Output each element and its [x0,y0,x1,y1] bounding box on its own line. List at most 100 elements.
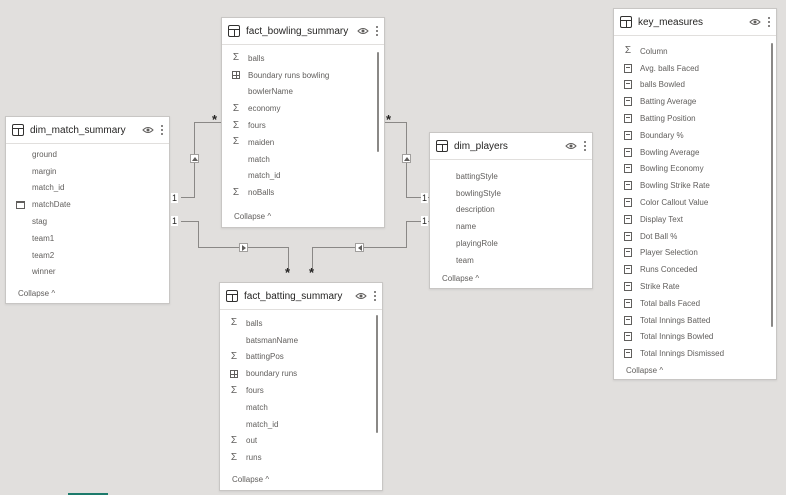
field-row[interactable]: Avg. balls Faced [614,60,776,77]
field-row[interactable]: match [220,399,382,416]
collapse-button[interactable]: Collapse ^ [18,289,56,298]
table-header[interactable]: fact_batting_summary [220,283,382,310]
eye-icon[interactable] [142,126,154,134]
field-row[interactable]: Dot Ball % [614,228,776,245]
field-row[interactable]: name [430,218,592,235]
field-row[interactable]: Boundary runs bowling [222,67,384,84]
table-header[interactable]: key_measures [614,9,776,36]
relationship-line[interactable] [406,221,430,222]
field-row[interactable]: match_id [220,416,382,433]
more-options-icon[interactable] [767,17,770,27]
collapse-button[interactable]: Collapse ^ [232,475,270,484]
field-row[interactable]: Total Innings Dismissed [614,345,776,362]
collapse-button[interactable]: Collapse ^ [626,366,664,375]
relationship-line[interactable] [288,247,289,270]
cardinality-one: 1 [421,216,429,226]
field-row[interactable]: Bowling Strike Rate [614,177,776,194]
field-row[interactable]: margin [6,163,169,180]
filter-direction-arrow[interactable] [402,154,411,163]
field-row[interactable]: stag [6,213,169,230]
field-row[interactable]: playingRole [430,235,592,252]
collapse-button[interactable]: Collapse ^ [442,274,480,283]
more-options-icon[interactable] [373,291,376,301]
field-label: name [456,222,477,232]
field-row[interactable]: match_id [6,180,169,197]
page-tab-indicator[interactable] [68,493,108,495]
eye-icon[interactable] [355,292,367,300]
field-row[interactable]: team [430,252,592,269]
scrollbar[interactable] [377,52,379,152]
field-row[interactable]: winner [6,264,169,281]
field-row[interactable]: ground [6,146,169,163]
field-label: boundary runs [246,369,298,379]
field-row[interactable]: match_id [222,168,384,185]
table-card-fact-batting-summary[interactable]: fact_batting_summary ballsbatsmanNamebat… [219,282,383,491]
eye-icon[interactable] [357,27,369,35]
table-header[interactable]: dim_match_summary [6,117,169,144]
field-row[interactable]: out [220,433,382,450]
scrollbar[interactable] [771,43,773,327]
field-row[interactable]: batsmanName [220,332,382,349]
field-row[interactable]: Batting Position [614,110,776,127]
field-row[interactable]: fours [220,382,382,399]
filter-direction-arrow[interactable] [355,243,364,252]
field-row[interactable]: Bowling Average [614,144,776,161]
field-row[interactable]: Total Innings Batted [614,312,776,329]
filter-direction-arrow[interactable] [239,243,248,252]
field-row[interactable]: match [222,151,384,168]
relationship-line[interactable] [194,122,221,123]
more-options-icon[interactable] [375,26,378,36]
field-row[interactable]: runs [220,449,382,466]
table-header[interactable]: fact_bowling_summary [222,18,384,45]
relationship-line[interactable] [406,197,430,198]
field-row[interactable]: Display Text [614,211,776,228]
field-row[interactable]: Bowling Economy [614,161,776,178]
field-row[interactable]: Boundary % [614,127,776,144]
field-label: Total Innings Bowled [640,332,714,342]
field-row[interactable]: maiden [222,134,384,151]
field-row[interactable]: Column [614,43,776,60]
relationship-line[interactable] [383,122,407,123]
field-row[interactable]: description [430,202,592,219]
eye-icon[interactable] [749,18,761,26]
more-options-icon[interactable] [583,141,586,151]
relationship-line[interactable] [312,247,313,270]
eye-icon[interactable] [565,142,577,150]
field-row[interactable]: balls [220,315,382,332]
collapse-button[interactable]: Collapse ^ [234,212,272,221]
scrollbar[interactable] [376,315,378,433]
field-row[interactable]: battingStyle [430,168,592,185]
filter-direction-arrow[interactable] [190,154,199,163]
field-row[interactable]: Runs Conceded [614,261,776,278]
field-row[interactable]: team1 [6,230,169,247]
relationship-line[interactable] [181,197,195,198]
field-row[interactable]: matchDate [6,196,169,213]
field-row[interactable]: Color Callout Value [614,194,776,211]
field-row[interactable]: economy [222,100,384,117]
field-row[interactable]: Player Selection [614,245,776,262]
field-row[interactable]: noBalls [222,184,384,201]
field-row[interactable]: boundary runs [220,365,382,382]
field-row[interactable]: Total balls Faced [614,295,776,312]
blank-icon [14,148,26,160]
table-header[interactable]: dim_players [430,133,592,160]
relationship-line[interactable] [406,221,407,248]
relationship-line[interactable] [181,221,199,222]
field-row[interactable]: team2 [6,247,169,264]
more-options-icon[interactable] [160,125,163,135]
field-row[interactable]: bowlerName [222,84,384,101]
field-row[interactable]: Batting Average [614,93,776,110]
field-row[interactable]: battingPos [220,349,382,366]
field-row[interactable]: bowlingStyle [430,185,592,202]
field-row[interactable]: balls Bowled [614,77,776,94]
field-label: Runs Conceded [640,265,698,275]
relationship-line[interactable] [198,221,199,248]
field-row[interactable]: balls [222,50,384,67]
field-row[interactable]: Strike Rate [614,278,776,295]
field-row[interactable]: fours [222,117,384,134]
field-row[interactable]: Total Innings Bowled [614,329,776,346]
